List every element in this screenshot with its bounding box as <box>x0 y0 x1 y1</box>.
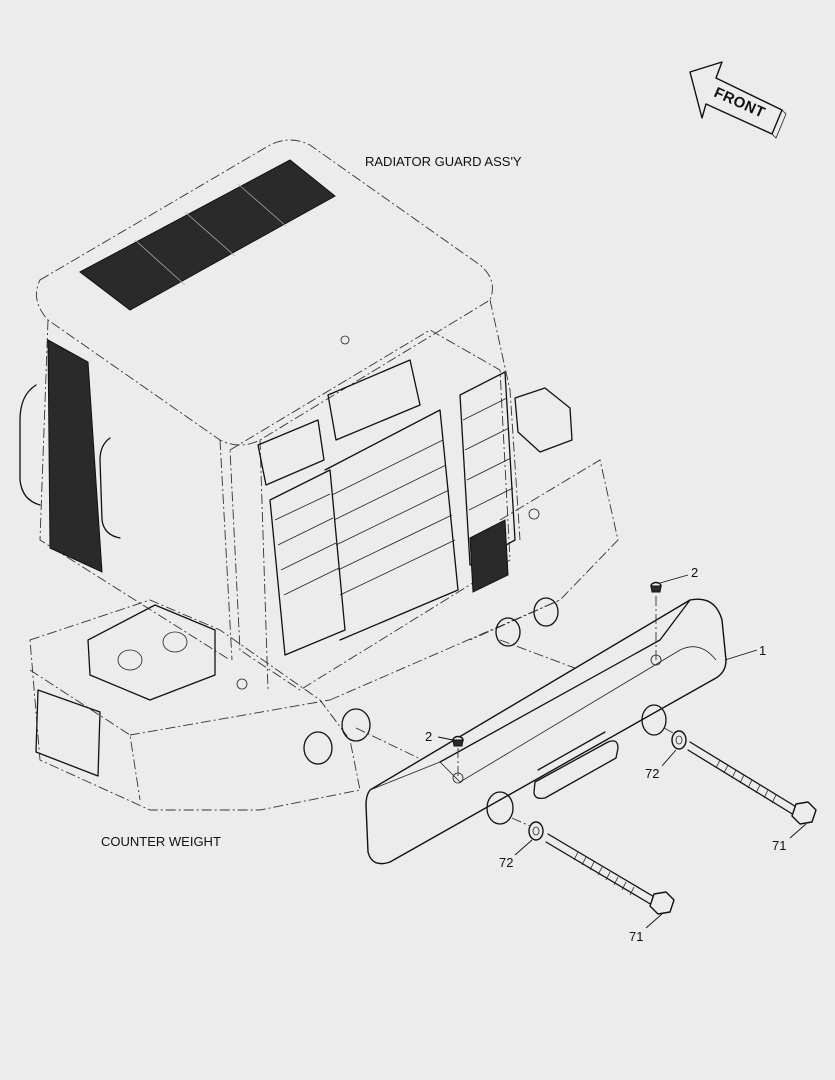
callout-2-top: 2 <box>691 565 698 580</box>
counter-weight-body: COUNTER WEIGHT <box>29 387 619 849</box>
callout-72-right: 72 <box>645 766 659 781</box>
counter-weight-label: COUNTER WEIGHT <box>101 834 221 849</box>
part-2-plug-top <box>650 581 662 660</box>
part-72-washer-left <box>511 817 544 841</box>
part-71-bolt-left <box>545 833 675 915</box>
side-vent-grille <box>47 339 103 573</box>
left-headlight <box>87 604 216 701</box>
side-handle <box>19 384 41 506</box>
callout-72-left: 72 <box>499 855 513 870</box>
callout-71-right: 71 <box>772 838 786 853</box>
part-71-bolt-right <box>687 741 817 825</box>
part-72-washer-right <box>663 727 687 750</box>
part-2-plug-left <box>452 735 464 776</box>
radiator-guard-label: RADIATOR GUARD ASS'Y <box>365 154 522 169</box>
top-vent-grille <box>79 159 336 311</box>
right-headlight <box>514 387 573 453</box>
callout-71-left: 71 <box>629 929 643 944</box>
guard-roof-outline <box>35 139 493 446</box>
part-1-bumper <box>355 598 727 865</box>
callout-leaders <box>437 574 807 929</box>
radiator-guard-assembly: RADIATOR GUARD ASS'Y <box>19 139 522 691</box>
front-arrow-icon: FRONT <box>689 61 787 139</box>
callout-1: 1 <box>759 643 766 658</box>
guard-front-bars <box>229 329 516 691</box>
callout-2-left: 2 <box>425 729 432 744</box>
